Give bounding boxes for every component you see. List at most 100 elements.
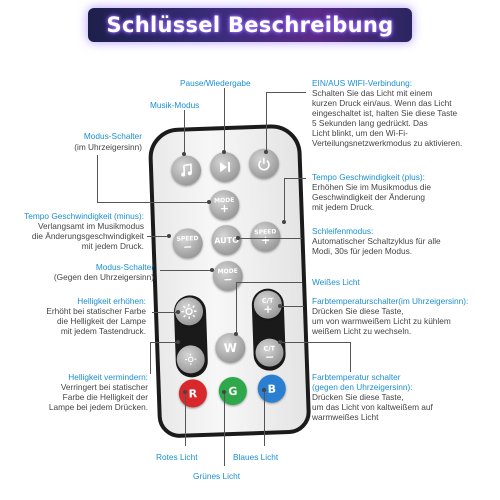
label-ct-cw-title: Farbtemperaturschalter(im Uhrzeigersinn)… <box>312 296 469 306</box>
connector-line <box>238 238 302 239</box>
connector-line <box>264 390 265 446</box>
connector-line <box>266 92 267 152</box>
connector-line <box>150 342 151 374</box>
connector-line <box>236 282 237 334</box>
label-bright-up-line: mit jedem Tastendruck. <box>60 326 146 336</box>
plus-label-3: + <box>263 302 273 316</box>
play-pause-icon <box>219 161 231 173</box>
label-ct-ccw-line: Drücken Sie diese Taste, <box>312 392 404 402</box>
minus-label-2: − <box>223 272 233 287</box>
connector-line <box>284 178 306 179</box>
connector-dot <box>182 152 186 156</box>
label-bright-up-title: Helligkeit erhöhen: <box>77 296 146 306</box>
label-tempo-minus-line: die Änderungsgeschwindigkeit <box>31 231 144 241</box>
connector-line <box>280 306 304 307</box>
remote-control: MODE + SPEED − AUTO SPEED + MODE − W C/T… <box>147 123 312 439</box>
label-mode-ccw-title: Modus-Schalter <box>95 262 154 272</box>
connector-dot <box>236 236 240 240</box>
label-tempo-minus-title: Tempo Geschwindigkeit (minus): <box>24 211 144 221</box>
label-ct-ccw-title: Farbtemperatur schalter <box>312 372 401 382</box>
title-banner <box>88 8 412 42</box>
label-ct-cw-line: Drücken Sie diese Taste, <box>312 306 404 316</box>
connector-line <box>160 270 212 271</box>
connector-dot <box>262 388 266 392</box>
label-mode-cw-title: Modus-Schalter <box>83 131 142 141</box>
label-ct-cw-line: weißem Licht zu wechseln. <box>312 326 412 336</box>
connector-line <box>266 92 306 93</box>
connector-line <box>152 312 178 313</box>
white-light-button[interactable]: W <box>214 332 246 364</box>
power-button[interactable] <box>248 148 280 180</box>
connector-line <box>185 392 186 446</box>
label-white-light: Weißes Licht <box>312 277 360 287</box>
connector-line <box>97 155 98 203</box>
label-bright-down-line: Verringert bei statischer <box>60 382 148 392</box>
connector-dot <box>210 268 214 272</box>
label-tempo-minus-line: Verlangsamt im Musikmodus <box>37 221 144 231</box>
label-ct-ccw-title-2: (gegen den Uhrzeigersinn): <box>312 382 413 392</box>
label-bright-down-line: Farbe die Helligkeit der <box>62 392 148 402</box>
label-onoff-line: Licht blinkt, um den Wi-Fi- <box>312 128 408 138</box>
minus-label-3: − <box>264 349 275 364</box>
label-blue-light: Blaues Licht <box>233 452 279 462</box>
label-tempo-minus-line: mit jedem Druck. <box>81 241 144 251</box>
connector-dot <box>176 310 180 314</box>
connector-dot <box>222 150 226 154</box>
connector-line <box>97 202 209 203</box>
label-onoff-title: EIN/AUS WIFI-Verbindung: <box>312 78 413 88</box>
connector-dot <box>278 304 282 308</box>
label-red-light: Rotes Licht <box>156 452 198 462</box>
label-bright-up-line: die Helligkeit der Lampe <box>56 316 146 326</box>
music-mode-button[interactable] <box>170 154 202 186</box>
connector-line <box>147 236 169 237</box>
label-music-mode: Musik-Modus <box>150 100 200 110</box>
play-pause-button[interactable] <box>209 151 241 183</box>
plus-label-2: + <box>260 233 271 247</box>
label-green-light: Grünes Licht <box>193 471 241 481</box>
brightness-up-button[interactable] <box>174 296 204 326</box>
label-loop-title: Schleifenmodus: <box>312 226 374 236</box>
label-onoff-line: Verteilungsnetzwerkmodus zu aktivieren. <box>312 138 463 148</box>
label-tempo-plus-line: Geschwindigkeit der Änderung <box>312 192 425 202</box>
label-bright-up-line: Erhöht bei statischer Farbe <box>46 306 146 316</box>
label-tempo-plus-line: mit jedem Druck. <box>312 202 375 212</box>
connector-dot <box>264 150 268 154</box>
label-loop-line: Modi, 30s für jeden Modus. <box>312 246 413 256</box>
sun-small-icon <box>185 353 197 366</box>
label-tempo-plus-title: Tempo Geschwindigkeit (plus): <box>312 172 425 182</box>
label-mode-ccw-sub: (Gegen den Uhrzeigersinn) <box>53 272 154 282</box>
connector-line <box>280 342 350 343</box>
speed-minus-button[interactable]: SPEED − <box>172 227 204 259</box>
minus-label: − <box>182 240 193 254</box>
connector-line <box>284 178 285 222</box>
connector-dot <box>282 220 286 224</box>
brightness-down-button[interactable] <box>176 344 206 374</box>
connector-dot <box>278 340 282 344</box>
label-ct-cw-line: um von warmweißem Licht zu kühlem <box>312 316 451 326</box>
label-bright-down-line: Lampe bei jedem Drücken. <box>48 402 148 412</box>
label-onoff-line: eingeschaltet ist, halten Sie diese Tast… <box>312 108 458 118</box>
music-note-icon <box>181 163 193 177</box>
connector-line <box>184 110 185 154</box>
label-ct-ccw-line: um das Licht von kaltweißem auf <box>312 402 433 412</box>
page-title: Schlüssel Beschreibung <box>106 13 394 37</box>
connector-dot <box>207 200 211 204</box>
label-onoff-line: kurzen Druck ein/aus. Wenn das Licht <box>312 98 452 108</box>
label-tempo-plus-line: Erhöhen Sie im Musikmodus die <box>312 182 431 192</box>
power-icon <box>258 157 270 171</box>
auto-button[interactable]: AUTO <box>211 224 243 256</box>
mode-minus-button[interactable]: MODE − <box>212 260 244 292</box>
mode-plus-button[interactable]: MODE + <box>208 189 240 221</box>
white-label: W <box>223 340 238 356</box>
label-onoff-line: Schalten Sie das Licht mit einem <box>312 88 433 98</box>
connector-line <box>224 392 225 466</box>
label-bright-down-title: Helligkeit vermindern: <box>68 372 148 382</box>
connector-dot <box>176 340 180 344</box>
label-onoff-line: 5 Sekunden lang gedrückt. Das <box>312 118 428 128</box>
connector-line <box>224 88 225 152</box>
speed-plus-button[interactable]: SPEED + <box>249 221 281 253</box>
connector-dot <box>183 390 187 394</box>
connector-line <box>150 342 178 343</box>
label-loop-line: Automatischer Schaltzyklus für alle <box>312 236 441 246</box>
connector-line <box>350 342 351 372</box>
